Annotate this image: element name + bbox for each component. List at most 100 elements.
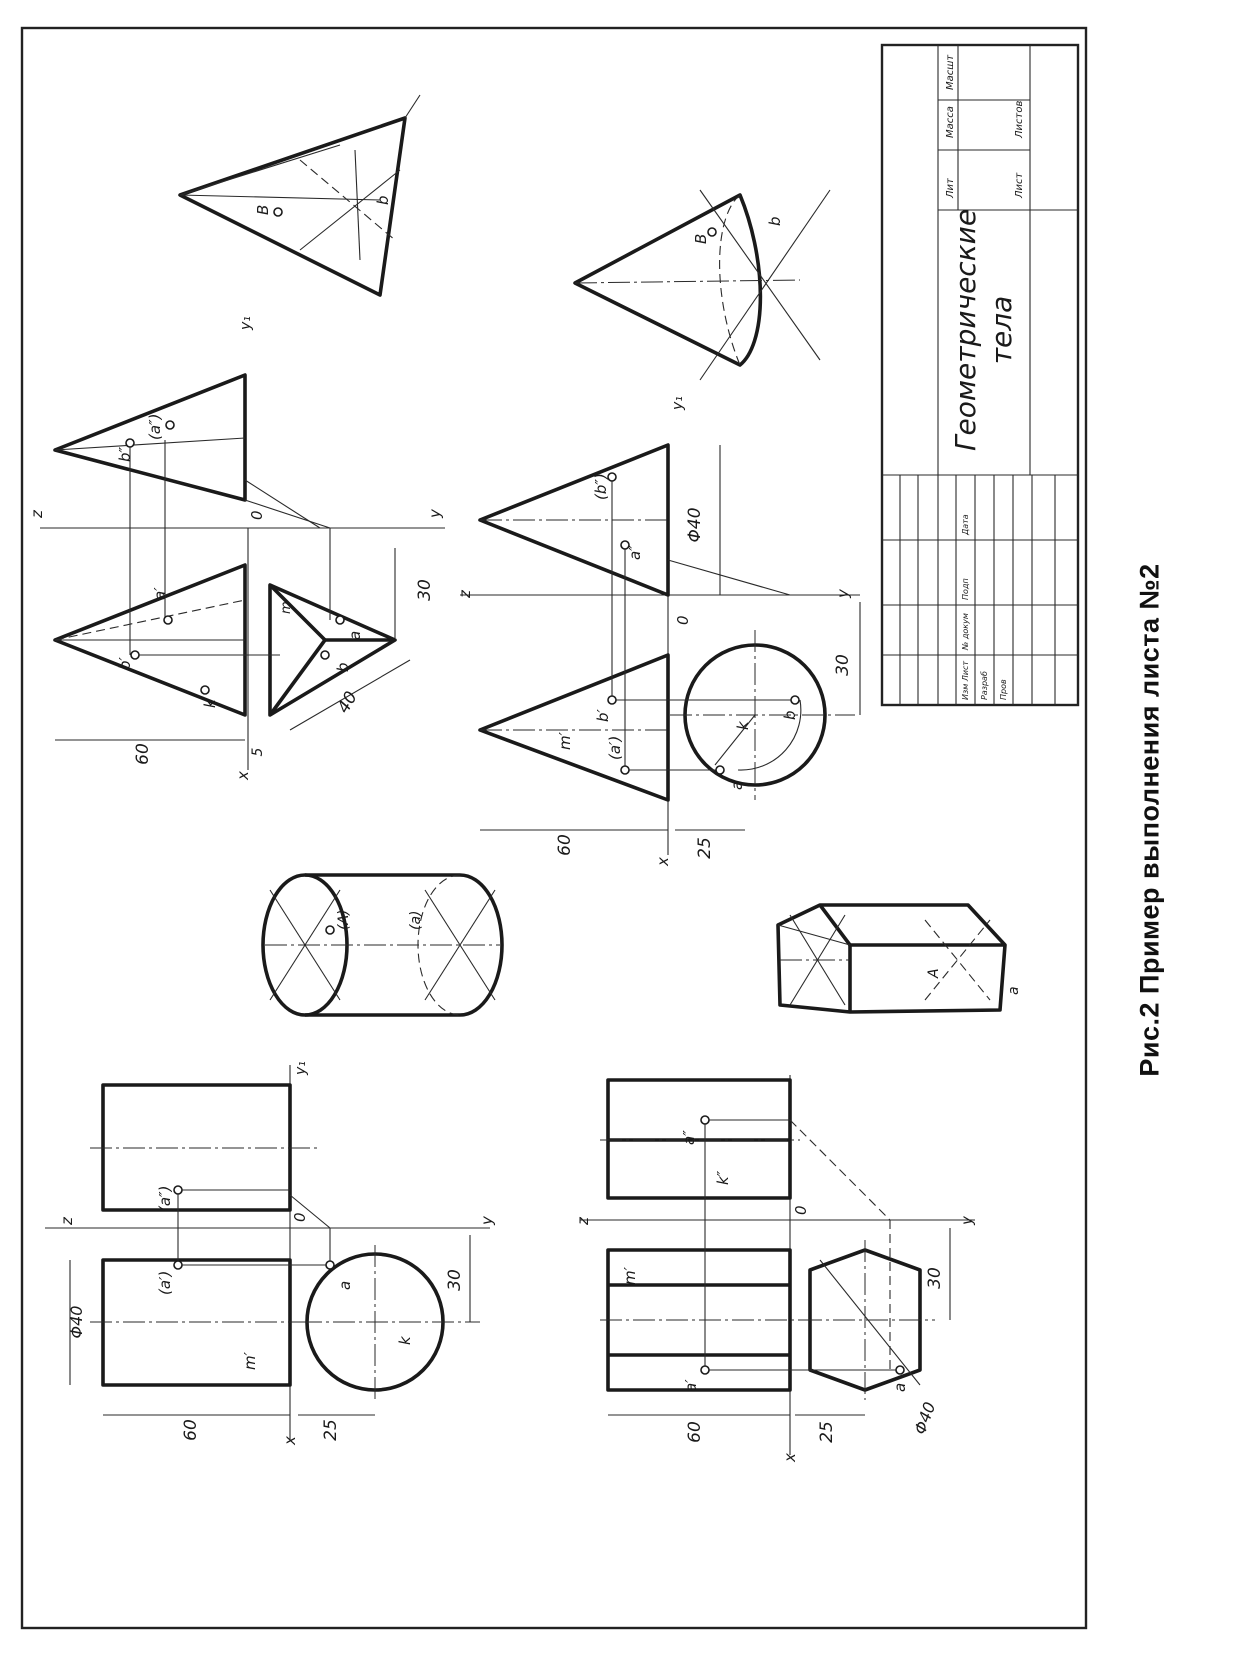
title-row-doc: № докум xyxy=(961,613,970,651)
pyramid-point-b xyxy=(320,650,330,660)
pyramid-dim-offset: 30 xyxy=(415,579,435,601)
cone-point-a1 xyxy=(620,765,630,775)
prism-label-a1: a′ xyxy=(682,1379,700,1392)
prism-label-m1: m′ xyxy=(621,1266,639,1285)
pyramid-label-a2: (a″) xyxy=(146,414,164,441)
cone-label-z: z xyxy=(456,589,474,599)
title-col-sheet: Лист xyxy=(1014,171,1025,199)
pyramid-point-b1 xyxy=(130,650,140,660)
title-line-1: Геометрические xyxy=(949,209,982,451)
prism-iso-label-A: A xyxy=(926,968,942,979)
cylinder-label-m1: m′ xyxy=(241,1351,259,1370)
prism-label-y: y xyxy=(958,1215,976,1226)
title-row-izm: Изм Лист xyxy=(961,661,970,700)
pyramid-label-k: k xyxy=(201,698,219,708)
cone-label-y1: y₁ xyxy=(670,396,686,411)
cone-iso-outline xyxy=(573,193,763,367)
cylinder-point-a2 xyxy=(173,1185,183,1195)
cone-dim-offset: 25 xyxy=(695,837,715,859)
pyramid-label-m: m xyxy=(279,601,294,614)
prism-point-a xyxy=(895,1365,905,1375)
pyramid-dim-height: 60 xyxy=(133,743,153,765)
cylinder-isometric: (A) (a) xyxy=(261,873,504,1017)
prism-drawing: 60 25 30 Φ40 z x y 0 a″ k″ m′ a′ a xyxy=(574,1075,976,1463)
pyramid-label-y1: y₁ xyxy=(238,316,254,331)
caption-area: Рис.2 Пример выполнения листа №2 xyxy=(1090,20,1210,1620)
title-col-mass: Масса xyxy=(945,106,956,138)
cone-iso-label-b-small: b xyxy=(766,216,784,226)
cylinder-point-a xyxy=(325,1260,335,1270)
pyramid-top-view xyxy=(268,583,397,717)
pyramid-label-b2: b″ xyxy=(116,446,134,462)
figure-caption: Рис.2 Пример выполнения листа №2 xyxy=(1134,563,1165,1077)
prism-label-z: z xyxy=(574,1216,592,1226)
pyramid-point-a xyxy=(335,615,345,625)
title-row-date: Дата xyxy=(961,514,970,536)
cone-frontal-view xyxy=(478,653,670,802)
cylinder-label-a2: (a″) xyxy=(156,1186,174,1213)
pyramid-dim-small: 5 xyxy=(250,747,266,756)
pyramid-label-origin: 0 xyxy=(248,510,266,520)
cone-label-y: y xyxy=(834,588,852,599)
cone-dim-diam: Φ40 xyxy=(685,507,705,542)
cone-label-k: k xyxy=(734,720,752,730)
pyramid-label-z: z xyxy=(28,509,46,519)
cylinder-iso-label-A: (A) xyxy=(336,909,352,930)
cone-label-m1: m′ xyxy=(556,731,574,750)
cylinder-iso-body xyxy=(305,873,504,1017)
cone-label-a2: a″ xyxy=(626,545,644,560)
prism-dim-height: 60 xyxy=(685,1421,705,1443)
cone-point-a xyxy=(715,765,725,775)
cone-isometric: B b xyxy=(573,189,831,381)
pyramid-label-b: b xyxy=(334,662,352,672)
cone-point-a2 xyxy=(620,540,630,550)
cone-dim-y: 30 xyxy=(833,654,853,676)
prism-label-a: a xyxy=(891,1383,909,1392)
title-block: Геометрические тела Лит Масса Масшт Лист… xyxy=(880,43,1080,707)
prism-point-a1 xyxy=(700,1365,710,1375)
cone-point-b xyxy=(790,695,800,705)
pyramid-isometric: B b xyxy=(178,94,421,297)
prism-iso-outline xyxy=(776,903,1007,1014)
cylinder-dim-y: 30 xyxy=(445,1269,465,1291)
cone-label-b1: b′ xyxy=(594,708,612,722)
cylinder-dim-diam: Φ40 xyxy=(67,1306,86,1339)
cone-label-b: b xyxy=(781,710,799,720)
cylinder-label-z: z xyxy=(58,1216,76,1226)
pyramid-point-a2 xyxy=(165,420,175,430)
cylinder-label-k: k xyxy=(396,1335,414,1345)
cylinder-drawing: Φ40 60 25 30 z x y 0 y₁ (a′) (a″) m′ a k xyxy=(45,1061,496,1446)
prism-label-origin: 0 xyxy=(792,1205,810,1215)
cone-label-a1: (a′) xyxy=(606,736,624,760)
cylinder-dim-offset: 25 xyxy=(321,1419,341,1441)
cone-label-x: x xyxy=(654,857,672,867)
cone-profile-view xyxy=(478,443,670,597)
prism-dim-offset: 25 xyxy=(817,1421,837,1443)
prism-dim-diam: Φ40 xyxy=(910,1399,939,1436)
cylinder-point-a1 xyxy=(173,1260,183,1270)
sheet-frame xyxy=(20,26,1088,1630)
cylinder-label-a1: (a′) xyxy=(156,1271,174,1295)
prism-isometric: A a xyxy=(776,903,1022,1014)
cylinder-label-y: y xyxy=(478,1215,496,1226)
prism-label-x: x xyxy=(781,1453,799,1463)
prism-iso-label-a: a xyxy=(1006,986,1022,995)
pyramid-drawing: 60 30 40 5 z x y 0 y₁ b′ a′ b″ (a″) b a … xyxy=(28,316,445,781)
prism-dim-y: 30 xyxy=(925,1267,945,1289)
cylinder-label-origin: 0 xyxy=(291,1212,309,1222)
pyramid-iso-outline xyxy=(178,116,407,297)
title-col-lit: Лит xyxy=(945,177,956,199)
pyramid-label-b1: b′ xyxy=(116,656,134,670)
cone-point-b1 xyxy=(607,695,617,705)
title-row-razrab: Разраб xyxy=(980,671,989,700)
pyramid-label-a1: a′ xyxy=(151,587,169,600)
cylinder-iso-label-a: (a) xyxy=(408,910,424,930)
cone-label-a: a xyxy=(728,781,746,790)
prism-label-k2: k″ xyxy=(714,1170,732,1185)
cylinder-dim-height: 60 xyxy=(181,1419,201,1441)
title-row-sign: Подп xyxy=(961,578,970,600)
cylinder-iso-point-A xyxy=(325,925,335,935)
cone-dim-height: 60 xyxy=(555,834,575,856)
